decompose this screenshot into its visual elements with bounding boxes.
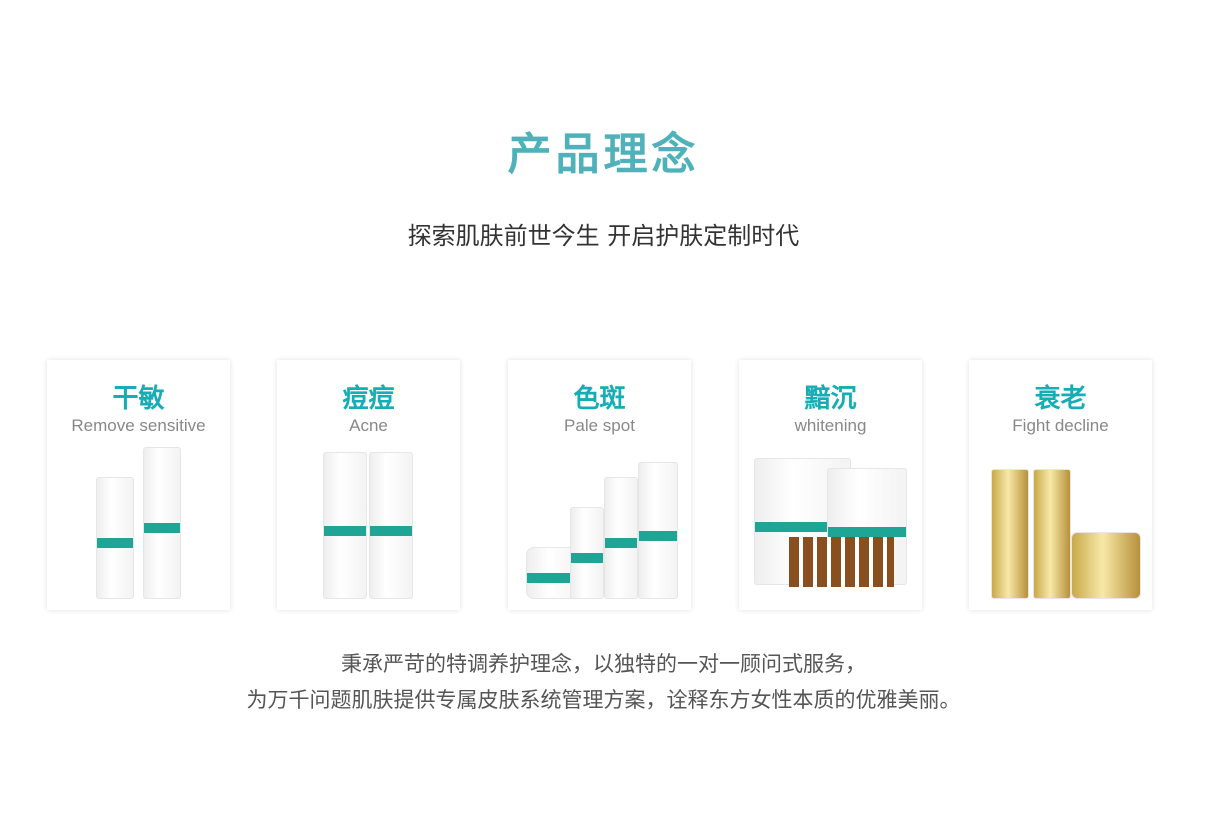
product-image bbox=[47, 445, 230, 605]
footer-line-1: 秉承严苛的特调养护理念，以独特的一对一顾问式服务， bbox=[341, 652, 866, 676]
page-subtitle: 探索肌肤前世今生 开启护肤定制时代 bbox=[407, 222, 800, 250]
product-image bbox=[739, 445, 922, 605]
product-image bbox=[508, 445, 691, 605]
card-subtitle: Acne bbox=[349, 416, 388, 435]
card-title: 色斑 bbox=[573, 384, 626, 414]
card-anti-aging[interactable]: 衰老 Fight decline bbox=[969, 360, 1152, 610]
card-title: 痘痘 bbox=[342, 384, 395, 414]
card-title: 黯沉 bbox=[804, 384, 857, 414]
card-whitening[interactable]: 黯沉 whitening bbox=[739, 360, 922, 610]
product-image bbox=[969, 445, 1152, 605]
card-sensitive[interactable]: 干敏 Remove sensitive bbox=[47, 360, 230, 610]
product-image bbox=[277, 445, 460, 605]
card-subtitle: Fight decline bbox=[1012, 416, 1109, 435]
footer-line-2: 为万千问题肌肤提供专属皮肤系统管理方案，诠释东方女性本质的优雅美丽。 bbox=[246, 688, 961, 712]
card-pale-spot[interactable]: 色斑 Pale spot bbox=[508, 360, 691, 610]
card-subtitle: Remove sensitive bbox=[71, 416, 206, 435]
card-subtitle: whitening bbox=[794, 416, 867, 435]
card-acne[interactable]: 痘痘 Acne bbox=[277, 360, 460, 610]
card-title: 衰老 bbox=[1034, 384, 1087, 414]
page-title: 产品理念 bbox=[507, 129, 700, 180]
card-subtitle: Pale spot bbox=[564, 416, 635, 435]
card-title: 干敏 bbox=[112, 384, 165, 414]
